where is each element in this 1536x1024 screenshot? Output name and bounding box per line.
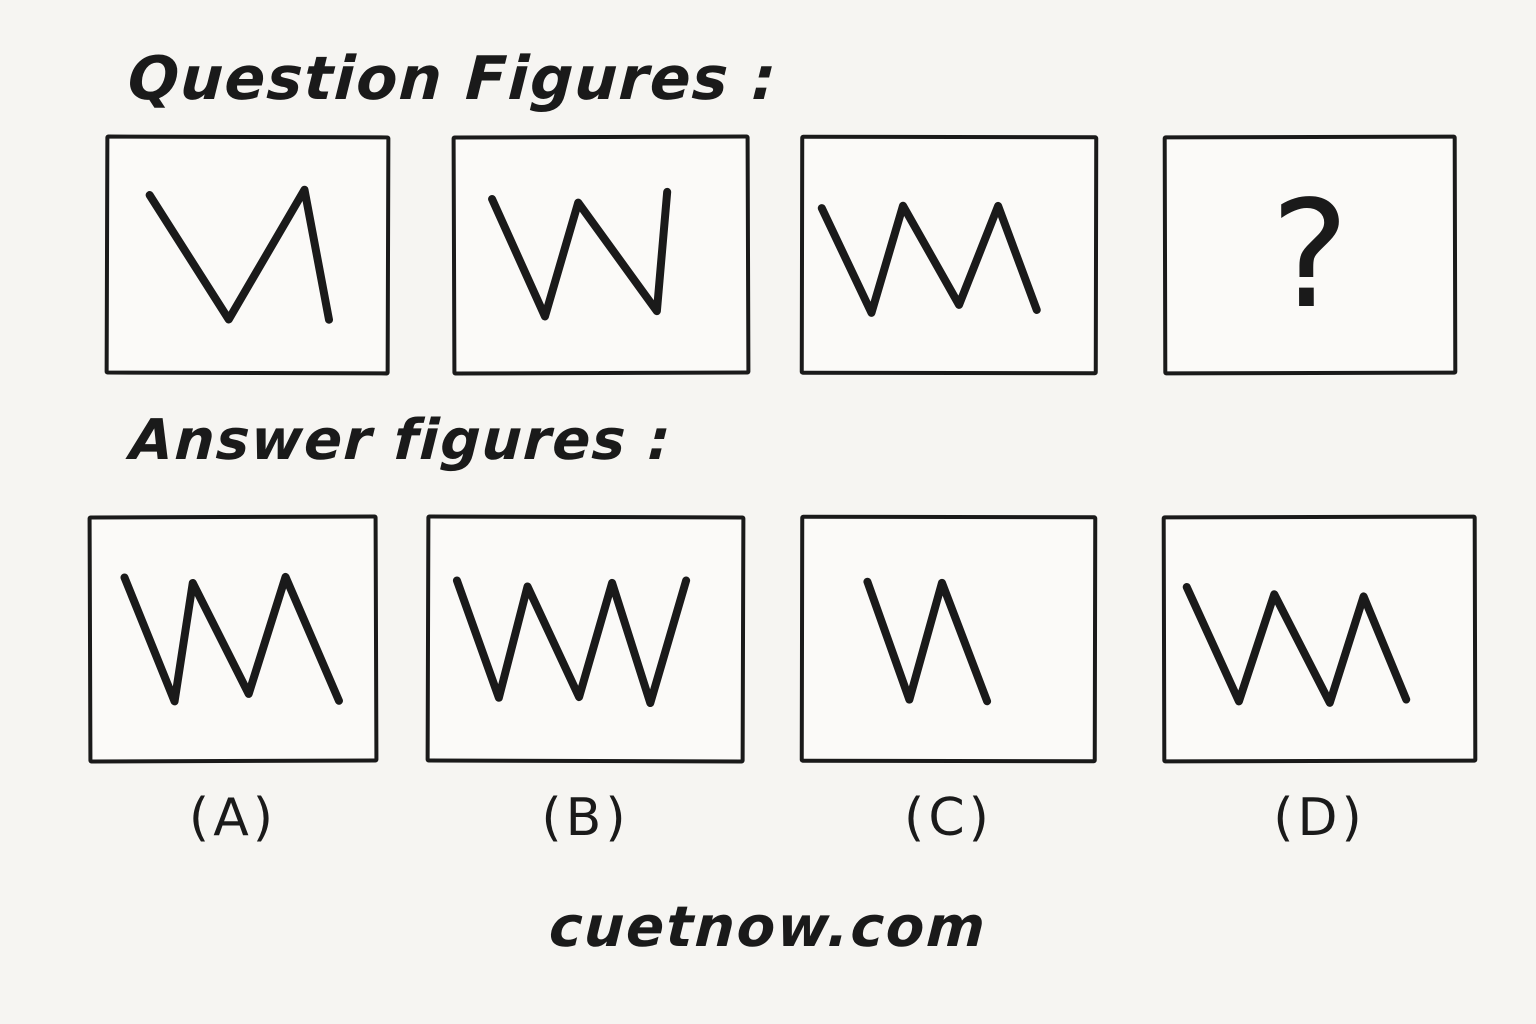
answer-figure-c [799, 514, 1098, 764]
option-label-c: (C) [904, 788, 993, 848]
zigzag-4-segment-drawing [456, 138, 747, 371]
question-figure-2 [451, 134, 751, 376]
answer-figures-heading: Answer figures : [128, 408, 674, 473]
zigzag-5-segment-drawing [1166, 519, 1474, 760]
question-figure-3 [799, 134, 1099, 376]
zigzag-5-segment-drawing [804, 139, 1094, 372]
question-figures-heading: Question Figures : [126, 44, 780, 114]
question-mark-wrap: ? [1167, 139, 1454, 372]
option-label-d: (D) [1273, 788, 1366, 848]
question-figure-1 [104, 134, 391, 376]
watermark: cuetnow.com [547, 895, 989, 960]
option-label-b: (B) [541, 788, 630, 848]
question-mark-symbol: ? [1270, 168, 1350, 342]
zigzag-3-segment-drawing [804, 519, 1094, 760]
answer-figure-d [1161, 514, 1478, 764]
question-figure-4: ? [1162, 134, 1458, 376]
answer-figure-b [425, 514, 746, 764]
zigzag-3-segment-drawing [109, 139, 387, 372]
option-label-a: (A) [188, 788, 278, 848]
zigzag-5-segment-drawing [92, 519, 375, 760]
answer-figure-a [87, 514, 379, 764]
zigzag-6-segment-drawing [430, 519, 742, 760]
